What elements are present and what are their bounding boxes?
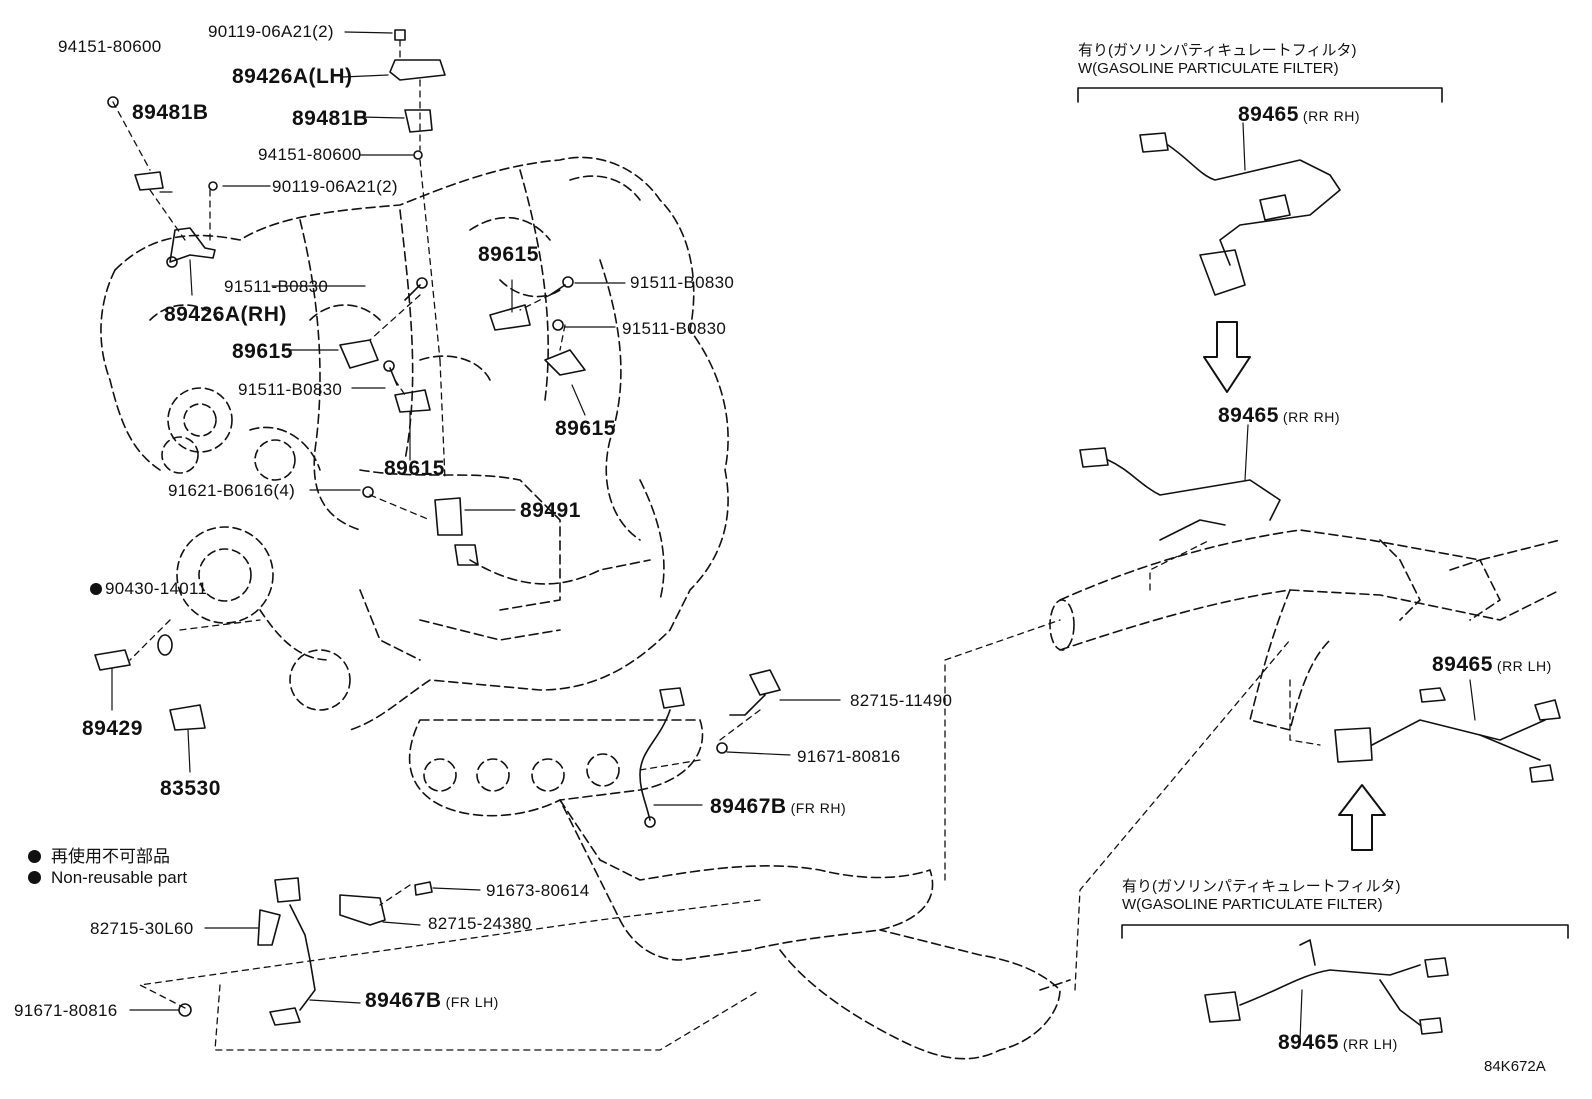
legend-jp-text: 再使用不可部品 xyxy=(51,847,170,866)
gpf-note-bottom-jp: 有り(ガソリンパティキュレートフィルタ) xyxy=(1122,878,1401,895)
label-89615-b: 89615 xyxy=(232,340,293,363)
label-89491: 89491 xyxy=(520,499,581,522)
label-leaders xyxy=(111,31,1476,1041)
label-89465-c-sub: (RR LH) xyxy=(1496,658,1552,674)
label-82715-30l60: 82715-30L60 xyxy=(90,919,194,938)
non-reusable-marker-icon xyxy=(90,583,102,595)
label-82715-11490: 82715-11490 xyxy=(850,691,953,710)
leader-lines xyxy=(112,39,1321,1051)
label-89615-d: 89615 xyxy=(384,457,445,480)
rr-exhaust-pipe xyxy=(1049,529,1561,731)
label-89465-rr-lh-c: 89465(RR LH) xyxy=(1432,654,1552,675)
label-89467b-fr-lh: 89467B(FR LH) xyxy=(365,990,499,1011)
label-89465-c-num: 89465 xyxy=(1432,653,1493,676)
label-89465-a-sub: (RR RH) xyxy=(1302,108,1361,124)
label-91511-b0830-d: 91511-B0830 xyxy=(238,380,343,399)
legend-en: Non-reusable part xyxy=(28,868,187,888)
label-90119-06a21-top: 90119-06A21(2) xyxy=(208,22,334,41)
label-89615-c: 89615 xyxy=(555,417,616,440)
gpf-note-top: 有り(ガソリンパティキュレートフィルタ) W(GASOLINE PARTICUL… xyxy=(1078,42,1357,78)
label-89465-d-sub: (RR LH) xyxy=(1342,1036,1398,1052)
label-89465-d-num: 89465 xyxy=(1278,1031,1339,1054)
gpf-note-top-en: W(GASOLINE PARTICULATE FILTER) xyxy=(1078,60,1339,77)
label-91511-b0830-c: 91511-B0830 xyxy=(622,319,727,338)
legend-en-text: Non-reusable part xyxy=(51,868,188,887)
figure-code: 84K672A xyxy=(1484,1058,1546,1075)
label-89465-rr-rh-b: 89465(RR RH) xyxy=(1218,405,1340,426)
gpf-note-top-jp: 有り(ガソリンパティキュレートフィルタ) xyxy=(1078,42,1357,59)
label-90430-14011-text: 90430-14011 xyxy=(105,579,208,598)
label-90119-06a21-mid: 90119-06A21(2) xyxy=(272,177,398,196)
label-89467b-fr-rh: 89467B(FR RH) xyxy=(710,796,846,817)
legend-bullet-icon xyxy=(28,850,41,863)
exhaust-manifold xyxy=(408,719,1071,1060)
parts-solid xyxy=(94,29,1569,1035)
label-89467b-fr-lh-num: 89467B xyxy=(365,989,442,1012)
gpf-note-bottom: 有り(ガソリンパティキュレートフィルタ) W(GASOLINE PARTICUL… xyxy=(1122,878,1401,914)
label-89426a-rh: 89426A(RH) xyxy=(164,303,287,326)
label-89465-a-num: 89465 xyxy=(1238,103,1299,126)
label-89481b-left: 89481B xyxy=(132,101,209,124)
label-91673-80614: 91673-80614 xyxy=(486,881,590,900)
label-94151-80600-top: 94151-80600 xyxy=(58,37,162,56)
label-89615-a: 89615 xyxy=(478,243,539,266)
label-89467b-fr-lh-sub: (FR LH) xyxy=(445,994,499,1010)
label-89465-b-sub: (RR RH) xyxy=(1282,409,1341,425)
label-91511-b0830-a: 91511-B0830 xyxy=(224,277,329,296)
legend-bullet-icon xyxy=(28,871,41,884)
label-89467b-fr-rh-sub: (FR RH) xyxy=(790,800,847,816)
label-91671-80816-b: 91671-80816 xyxy=(14,1001,118,1020)
engine-outline xyxy=(100,156,729,731)
label-89465-rr-lh-d: 89465(RR LH) xyxy=(1278,1032,1398,1053)
pulleys xyxy=(161,387,351,711)
label-89429: 89429 xyxy=(82,717,143,740)
label-91511-b0830-b: 91511-B0830 xyxy=(630,273,735,292)
label-90430-14011: 90430-14011 xyxy=(90,580,207,597)
label-89426a-lh: 89426A(LH) xyxy=(232,65,353,88)
label-89465-b-num: 89465 xyxy=(1218,404,1279,427)
label-89481b-mid: 89481B xyxy=(292,107,369,130)
label-82715-24380: 82715-24380 xyxy=(428,914,532,933)
label-91621-b0616: 91621-B0616(4) xyxy=(168,481,296,500)
legend-jp: 再使用不可部品 xyxy=(28,842,170,867)
label-91671-80816-a: 91671-80816 xyxy=(797,747,901,766)
label-89465-rr-rh-a: 89465(RR RH) xyxy=(1238,104,1360,125)
label-89467b-fr-rh-num: 89467B xyxy=(710,795,787,818)
label-83530: 83530 xyxy=(160,777,221,800)
gpf-note-bottom-en: W(GASOLINE PARTICULATE FILTER) xyxy=(1122,896,1383,913)
label-94151-80600-mid: 94151-80600 xyxy=(258,145,362,164)
